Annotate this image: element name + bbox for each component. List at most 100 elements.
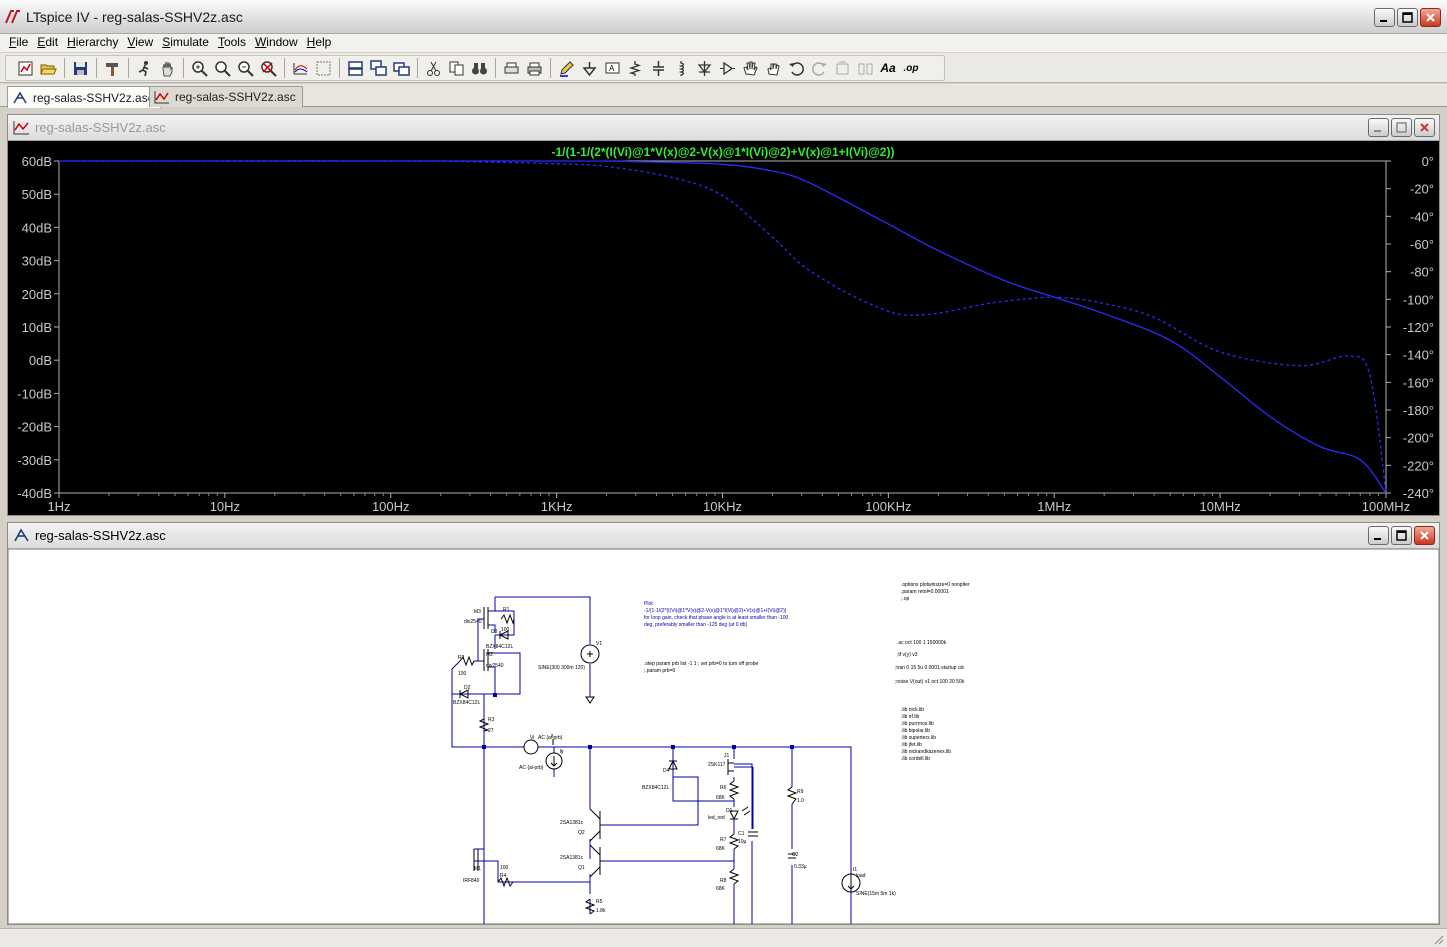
c1-label[interactable]: C1 xyxy=(738,831,745,837)
cascade-button[interactable] xyxy=(367,57,389,79)
zoom-pan-button[interactable] xyxy=(211,57,233,79)
j1-model[interactable]: 2SK117 xyxy=(708,762,726,768)
halt-button[interactable] xyxy=(156,57,178,79)
control-panel-button[interactable] xyxy=(101,57,123,79)
r3-value[interactable]: 27 xyxy=(488,728,494,734)
m3-model[interactable]: div2540 xyxy=(464,619,482,625)
probe-x-label[interactable]: x xyxy=(551,733,554,739)
plot-minimize-button[interactable] xyxy=(1368,118,1389,137)
ii-value[interactable]: AC {ai-prb} xyxy=(519,765,544,771)
open-button[interactable] xyxy=(37,57,59,79)
i1-label[interactable]: I1 xyxy=(853,867,857,873)
directive-options[interactable]: .options plotwinsize=0 noopiter .param r… xyxy=(895,582,970,685)
print-button[interactable] xyxy=(523,57,545,79)
menu-edit[interactable]: Edit xyxy=(37,35,59,49)
text-button[interactable]: Aa xyxy=(877,57,899,79)
capacitor-button[interactable] xyxy=(647,57,669,79)
rotate-button[interactable] xyxy=(831,57,853,79)
r9-value[interactable]: 1.0 xyxy=(797,798,804,804)
component-button[interactable] xyxy=(716,57,738,79)
menu-help[interactable]: Help xyxy=(306,35,332,49)
d1-model[interactable]: led_red xyxy=(708,815,725,821)
print-setup-button[interactable] xyxy=(500,57,522,79)
r9-label[interactable]: R9 xyxy=(797,789,804,795)
minimize-button[interactable] xyxy=(1374,8,1395,27)
c2-value[interactable]: 0.33µ xyxy=(794,864,807,870)
copy-button[interactable] xyxy=(445,57,467,79)
resize-grip-icon[interactable] xyxy=(1432,933,1444,945)
mirror-button[interactable] xyxy=(854,57,876,79)
label-net-button[interactable]: A xyxy=(601,57,623,79)
v1-label[interactable]: V1 xyxy=(596,641,602,647)
v1-value[interactable]: SINE(300 300m 120) xyxy=(538,665,585,671)
r5-value[interactable]: 1.8k xyxy=(596,908,606,914)
r6-value[interactable]: 68K xyxy=(716,795,726,801)
d2-model[interactable]: BZX84C12L xyxy=(453,700,480,706)
tile-horizontal-button[interactable] xyxy=(344,57,366,79)
inductor-button[interactable] xyxy=(670,57,692,79)
undo-button[interactable] xyxy=(785,57,807,79)
directive-step[interactable]: .step param prb list -1 1 ; set prb=0 to… xyxy=(644,661,758,674)
save-button[interactable] xyxy=(69,57,91,79)
zoom-fit-button[interactable] xyxy=(257,57,279,79)
autorange-button[interactable] xyxy=(289,57,311,79)
cut-button[interactable] xyxy=(422,57,444,79)
plot-maximize-button[interactable] xyxy=(1391,118,1412,137)
q1-label[interactable]: Q1 xyxy=(578,865,585,871)
d1-label[interactable]: D1 xyxy=(726,808,733,814)
manual-limits-button[interactable] xyxy=(312,57,334,79)
d2-label[interactable]: D2 xyxy=(464,685,471,691)
spice-directive-button[interactable]: .op xyxy=(900,57,922,79)
maximize-button[interactable] xyxy=(1397,8,1418,27)
menu-hierarchy[interactable]: Hierarchy xyxy=(67,35,119,49)
i1-load[interactable]: load xyxy=(856,873,866,879)
q2-label[interactable]: Q2 xyxy=(578,830,585,836)
d4-label[interactable]: D4 xyxy=(663,768,670,774)
r4-value[interactable]: 100 xyxy=(500,865,509,871)
r3-label[interactable]: R3 xyxy=(488,717,495,723)
close-all-button[interactable] xyxy=(390,57,412,79)
r2-label[interactable]: R2 xyxy=(458,655,465,661)
d3-label[interactable]: D3 xyxy=(491,629,498,635)
menu-tools[interactable]: Tools xyxy=(217,35,246,49)
c2-label[interactable]: C2 xyxy=(792,852,799,858)
r7-value[interactable]: 68K xyxy=(716,846,726,852)
schematic-close-button[interactable] xyxy=(1414,526,1435,545)
r6-label[interactable]: R6 xyxy=(720,785,727,791)
zoom-out-button[interactable] xyxy=(234,57,256,79)
m3-label[interactable]: M3 xyxy=(474,609,481,615)
q1-model[interactable]: 2SA1381c xyxy=(560,855,584,861)
r4-label[interactable]: R4 xyxy=(500,873,507,879)
i1-value[interactable]: SINE(15m 5m 1k) xyxy=(856,891,896,897)
new-schematic-button[interactable] xyxy=(14,57,36,79)
probe-y-label[interactable]: y xyxy=(561,749,564,755)
schematic-minimize-button[interactable] xyxy=(1368,526,1389,545)
menu-file[interactable]: File xyxy=(9,35,29,49)
find-button[interactable] xyxy=(468,57,490,79)
zoom-in-button[interactable] xyxy=(188,57,210,79)
m1-label[interactable]: M1 xyxy=(474,866,481,872)
draw-wire-button[interactable] xyxy=(555,57,577,79)
tab-schematic[interactable]: reg-salas-SSHV2z.asc xyxy=(7,86,161,108)
run-button[interactable] xyxy=(133,57,155,79)
schematic-maximize-button[interactable] xyxy=(1391,526,1412,545)
vi-value[interactable]: AC {ai-prb} xyxy=(538,735,563,741)
r1-value[interactable]: 100 xyxy=(501,627,510,633)
d3-model[interactable]: BZX84C12L xyxy=(486,644,513,650)
r5-label[interactable]: R5 xyxy=(596,899,603,905)
d4-model[interactable]: BZX84C12L xyxy=(642,785,669,791)
r7-label[interactable]: R7 xyxy=(720,837,727,843)
m1-model[interactable]: IRF840 xyxy=(463,878,480,884)
vi-label[interactable]: Vi xyxy=(530,735,534,741)
m2-model[interactable]: div2540 xyxy=(486,663,504,669)
directive-libs[interactable]: .lib nick.lib .lib irf.lib .lib purrrnos… xyxy=(901,707,951,762)
schematic-canvas[interactable]: M3 div2540 R1 100 D3 BZX84C12L M2 div254… xyxy=(8,549,1439,924)
menu-window[interactable]: Window xyxy=(254,35,298,49)
ground-button[interactable] xyxy=(578,57,600,79)
redo-button[interactable] xyxy=(808,57,830,79)
menu-view[interactable]: View xyxy=(127,35,154,49)
m2-label[interactable]: M2 xyxy=(486,652,493,658)
move-button[interactable] xyxy=(739,57,761,79)
r1-label[interactable]: R1 xyxy=(503,607,510,613)
